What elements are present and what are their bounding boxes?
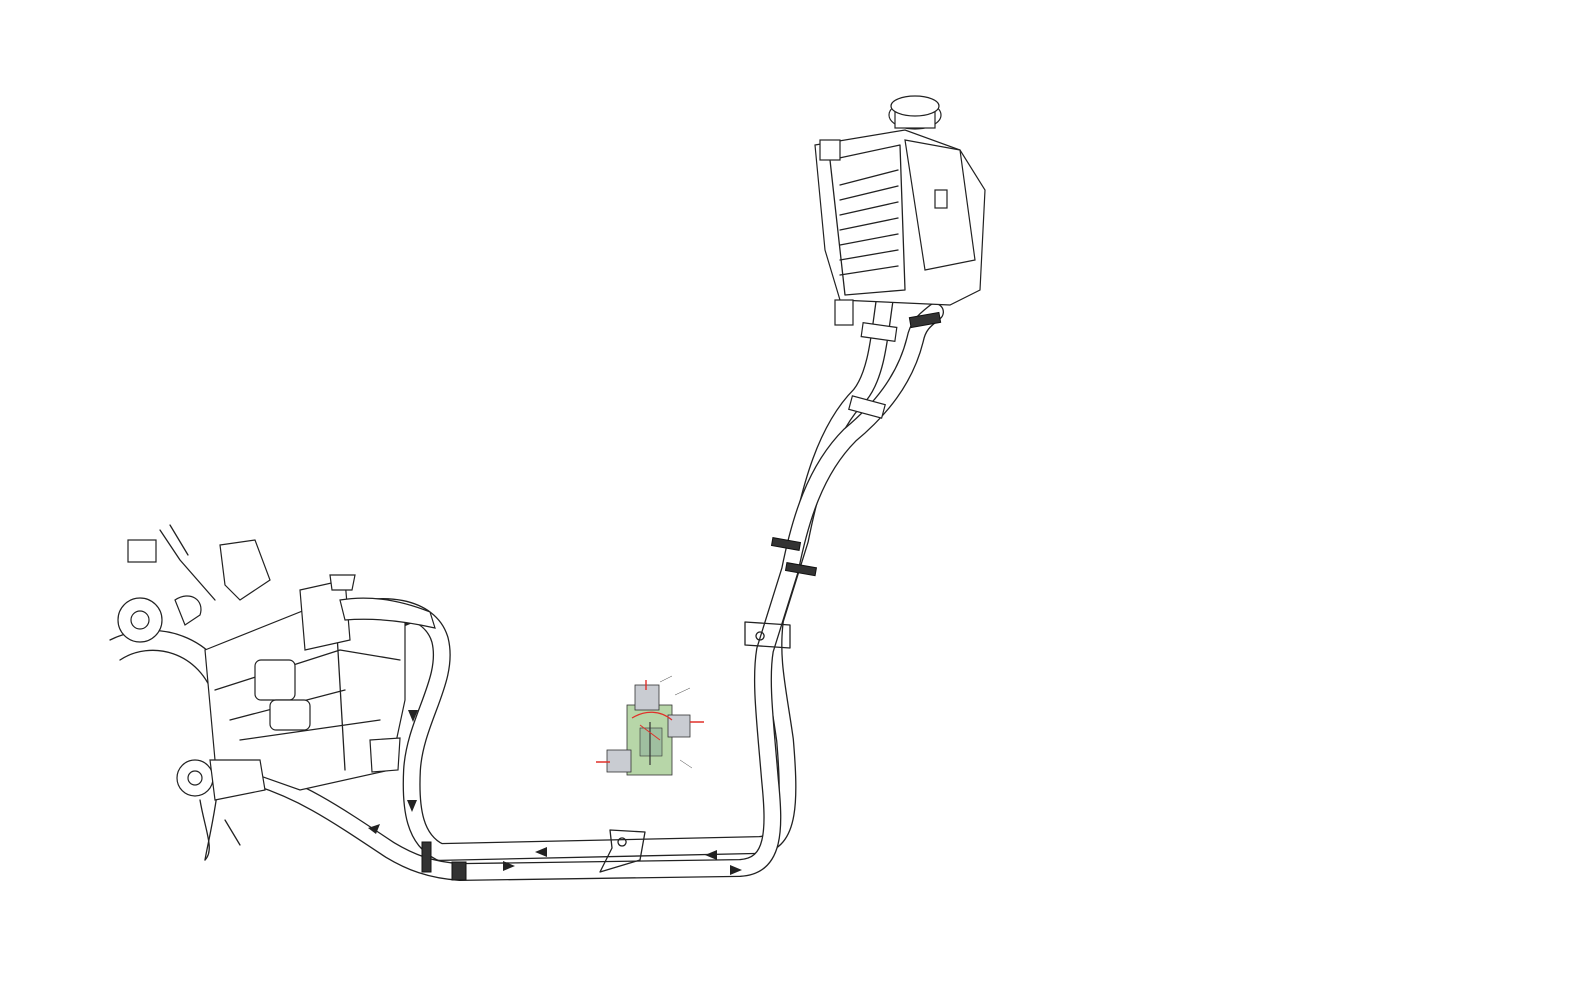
arrow-icon	[535, 847, 547, 857]
mounting-brackets	[599, 621, 791, 873]
arrow-icon	[705, 850, 717, 860]
engine-assembly	[109, 524, 436, 861]
arrow-icon	[503, 861, 515, 871]
arrow-icon	[408, 710, 418, 722]
arrow-icon	[730, 865, 742, 875]
thermostat-cutaway-inset	[596, 675, 704, 776]
arrow-icon	[407, 800, 417, 812]
arrow-icon	[368, 824, 380, 834]
expansion-tank	[814, 95, 986, 326]
hose-inner-route	[241, 303, 944, 881]
